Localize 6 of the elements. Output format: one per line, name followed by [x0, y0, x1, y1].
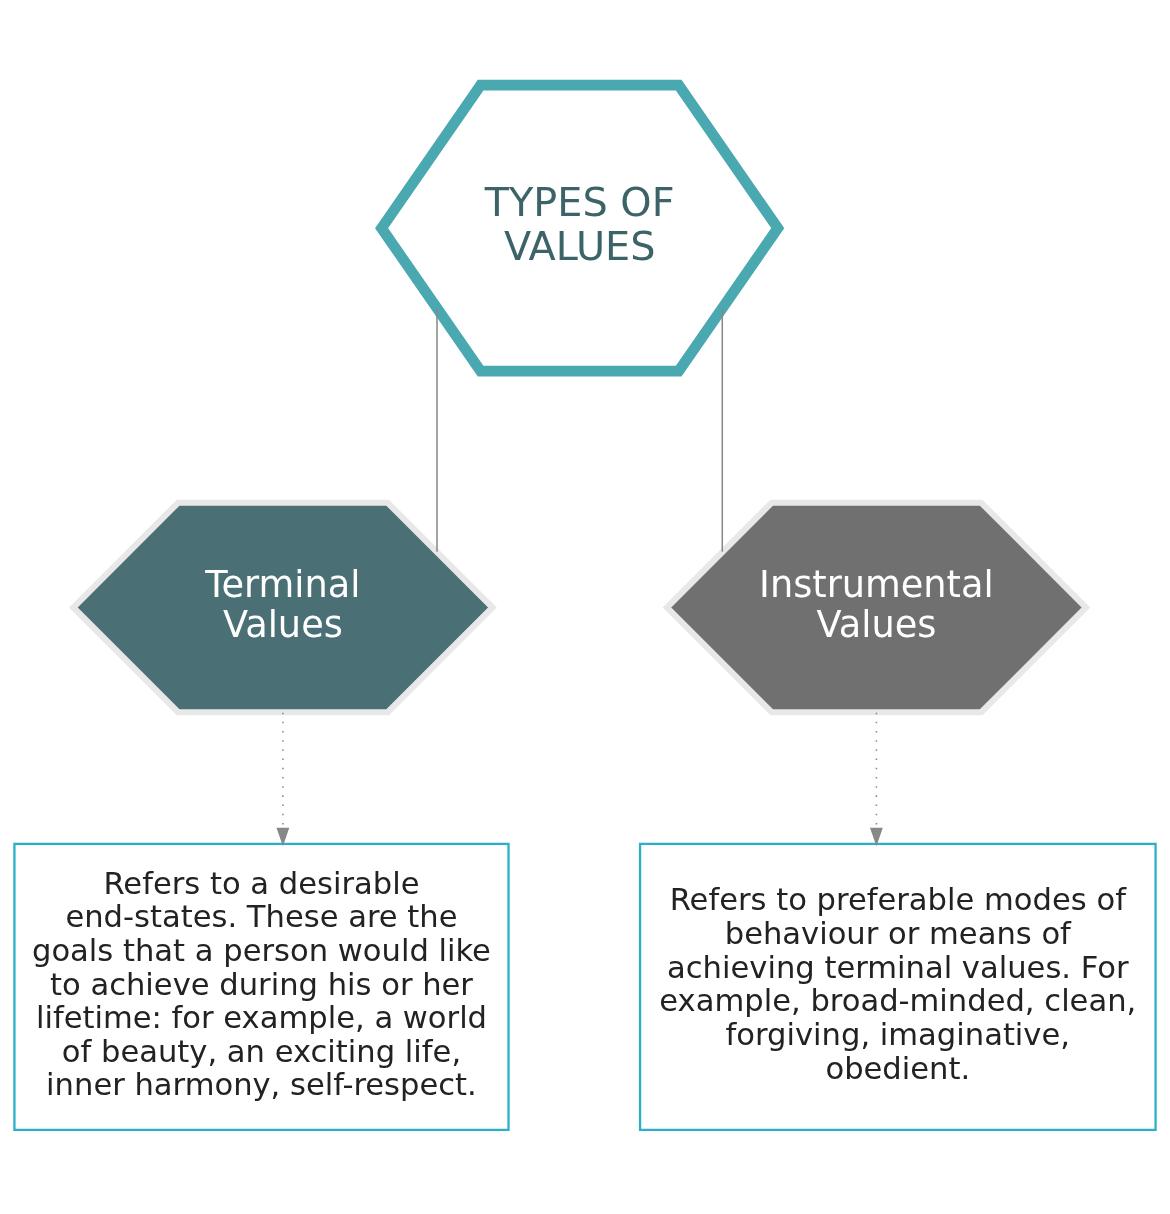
connector [721, 307, 724, 552]
arrow [869, 711, 883, 846]
connector [436, 307, 438, 552]
node-box: Refers to preferable modes of behaviour or means of achieving terminal values. For example, broad-minded, clean, forgiving, imaginative, obedient. [638, 842, 1157, 1131]
arrow [276, 711, 290, 846]
node-box: Refers to a desirable end-states. These are the goals that a person would like to achieve during his or her lifetime: for example, a world of beauty, an exciting life, inner harmony, self-respect. [13, 842, 510, 1131]
